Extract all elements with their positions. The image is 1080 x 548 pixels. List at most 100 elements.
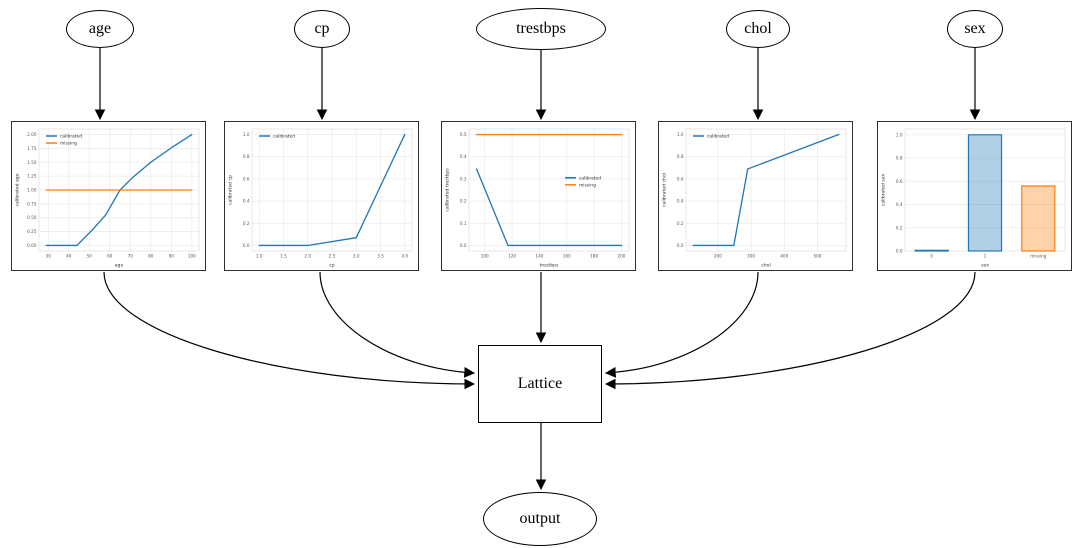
chart-canvas-trestbps: 0.0 0.1 0.2 0.3 0.4 0.5 100 120 140 160 180 200 tres… (445, 128, 630, 269)
node-age: age (66, 10, 134, 48)
svg-text:0.1: 0.1 (460, 221, 467, 226)
svg-text:0.4: 0.4 (896, 202, 903, 207)
svg-text:1: 1 (984, 254, 987, 259)
svg-text:0.6: 0.6 (677, 176, 684, 181)
svg-text:3.5: 3.5 (377, 254, 384, 259)
svg-text:0.0: 0.0 (896, 249, 903, 254)
svg-text:0.75: 0.75 (27, 201, 37, 206)
node-lattice: Lattice (478, 345, 602, 423)
svg-text:40: 40 (66, 254, 72, 259)
svg-text:3.0: 3.0 (353, 254, 360, 259)
chart-canvas-chol: 0.0 0.2 0.4 0.6 0.8 1.0 200 300 400 500 chol calibr… (662, 128, 847, 269)
svg-text:0.4: 0.4 (460, 154, 467, 159)
svg-text:0.4: 0.4 (243, 199, 250, 204)
svg-text:0.8: 0.8 (243, 154, 250, 159)
node-chol-label: chol (744, 20, 772, 37)
node-sex: sex (947, 10, 1003, 48)
svg-text:0.2: 0.2 (896, 225, 903, 230)
svg-text:2.5: 2.5 (329, 254, 336, 259)
svg-text:0.0: 0.0 (677, 243, 684, 248)
svg-text:missing: missing (60, 141, 77, 147)
node-trestbps-label: trestbps (516, 20, 566, 37)
svg-text:200: 200 (714, 254, 722, 259)
svg-text:0.00: 0.00 (27, 243, 37, 248)
svg-text:1.75: 1.75 (27, 146, 37, 151)
svg-text:4.0: 4.0 (401, 254, 408, 259)
svg-text:0.2: 0.2 (677, 221, 684, 226)
svg-text:0.4: 0.4 (677, 199, 684, 204)
svg-text:age: age (115, 264, 124, 269)
svg-text:90: 90 (169, 254, 175, 259)
svg-text:1.0: 1.0 (243, 132, 250, 137)
calibration-plot-sex: 0.0 0.2 0.4 0.6 0.8 1.0 0 1 missing sex calibrated… (877, 121, 1072, 271)
svg-text:2.0: 2.0 (304, 254, 311, 259)
chart-canvas-cp: 0.0 0.2 0.4 0.6 0.8 1.0 1.0 1.5 2.0 2.5 3.0 3.5 4.0 c… (228, 128, 413, 269)
svg-text:calibrated trestbps: calibrated trestbps (445, 168, 451, 212)
svg-text:0.8: 0.8 (677, 154, 684, 159)
svg-text:cp: cp (329, 264, 335, 269)
svg-text:chol: chol (761, 263, 771, 269)
svg-text:0.2: 0.2 (243, 221, 250, 226)
svg-text:50: 50 (87, 254, 93, 259)
svg-text:70: 70 (128, 254, 134, 259)
svg-text:80: 80 (148, 254, 154, 259)
svg-text:0.8: 0.8 (896, 156, 903, 161)
svg-text:calibrated: calibrated (273, 134, 295, 140)
svg-text:1.0: 1.0 (256, 254, 263, 259)
svg-text:sex: sex (981, 264, 989, 269)
svg-text:1.50: 1.50 (27, 160, 37, 165)
svg-text:1.00: 1.00 (27, 188, 37, 193)
svg-text:200: 200 (617, 254, 625, 259)
svg-text:400: 400 (780, 254, 788, 259)
node-sex-label: sex (964, 20, 986, 37)
node-age-label: age (88, 20, 112, 37)
svg-text:100: 100 (481, 254, 489, 259)
svg-text:140: 140 (535, 254, 543, 259)
calibration-plot-cp: 0.0 0.2 0.4 0.6 0.8 1.0 1.0 1.5 2.0 2.5 3.0 3.5 4.0 c… (224, 121, 419, 271)
svg-text:calibrated: calibrated (707, 134, 729, 140)
svg-text:1.25: 1.25 (27, 174, 37, 179)
svg-text:1.0: 1.0 (896, 132, 903, 137)
svg-text:0.6: 0.6 (243, 176, 250, 181)
svg-text:300: 300 (747, 254, 755, 259)
svg-text:trestbps: trestbps (540, 263, 559, 269)
svg-text:180: 180 (590, 254, 598, 259)
svg-text:missing: missing (1030, 254, 1046, 259)
node-chol: chol (726, 10, 790, 48)
svg-text:0.3: 0.3 (460, 176, 467, 181)
svg-text:500: 500 (813, 254, 821, 259)
svg-text:calibrated chol: calibrated chol (662, 173, 668, 207)
svg-text:2.00: 2.00 (27, 132, 37, 137)
calibration-plot-trestbps: 0.0 0.1 0.2 0.3 0.4 0.5 100 120 140 160 180 200 tres… (441, 121, 636, 271)
svg-text:calibrated sex: calibrated sex (881, 174, 887, 207)
svg-text:0.5: 0.5 (460, 132, 467, 137)
svg-text:0.6: 0.6 (896, 179, 903, 184)
svg-text:calibrated cp: calibrated cp (228, 175, 234, 205)
svg-text:0.50: 0.50 (27, 215, 37, 220)
svg-text:100: 100 (188, 254, 196, 259)
calibration-plot-chol: 0.0 0.2 0.4 0.6 0.8 1.0 200 300 400 500 chol calibr… (658, 121, 853, 271)
svg-text:0: 0 (930, 254, 933, 259)
svg-text:1.0: 1.0 (677, 132, 684, 137)
svg-text:missing: missing (579, 182, 596, 188)
svg-text:calibrated: calibrated (60, 134, 82, 140)
svg-text:1.5: 1.5 (280, 254, 287, 259)
node-cp-label: cp (314, 20, 330, 37)
chart-canvas-sex: 0.0 0.2 0.4 0.6 0.8 1.0 0 1 missing sex calibrated… (881, 128, 1066, 269)
svg-text:calibrated age: calibrated age (15, 173, 21, 206)
svg-text:0.2: 0.2 (460, 199, 467, 204)
svg-text:0.0: 0.0 (460, 243, 467, 248)
svg-text:calibrated: calibrated (579, 175, 601, 181)
svg-text:0.0: 0.0 (243, 243, 250, 248)
svg-text:30: 30 (46, 254, 52, 259)
svg-text:120: 120 (508, 254, 516, 259)
node-output: output (483, 492, 597, 546)
svg-text:60: 60 (107, 254, 113, 259)
svg-text:160: 160 (563, 254, 571, 259)
node-lattice-label: Lattice (517, 375, 563, 392)
node-cp: cp (294, 10, 350, 48)
